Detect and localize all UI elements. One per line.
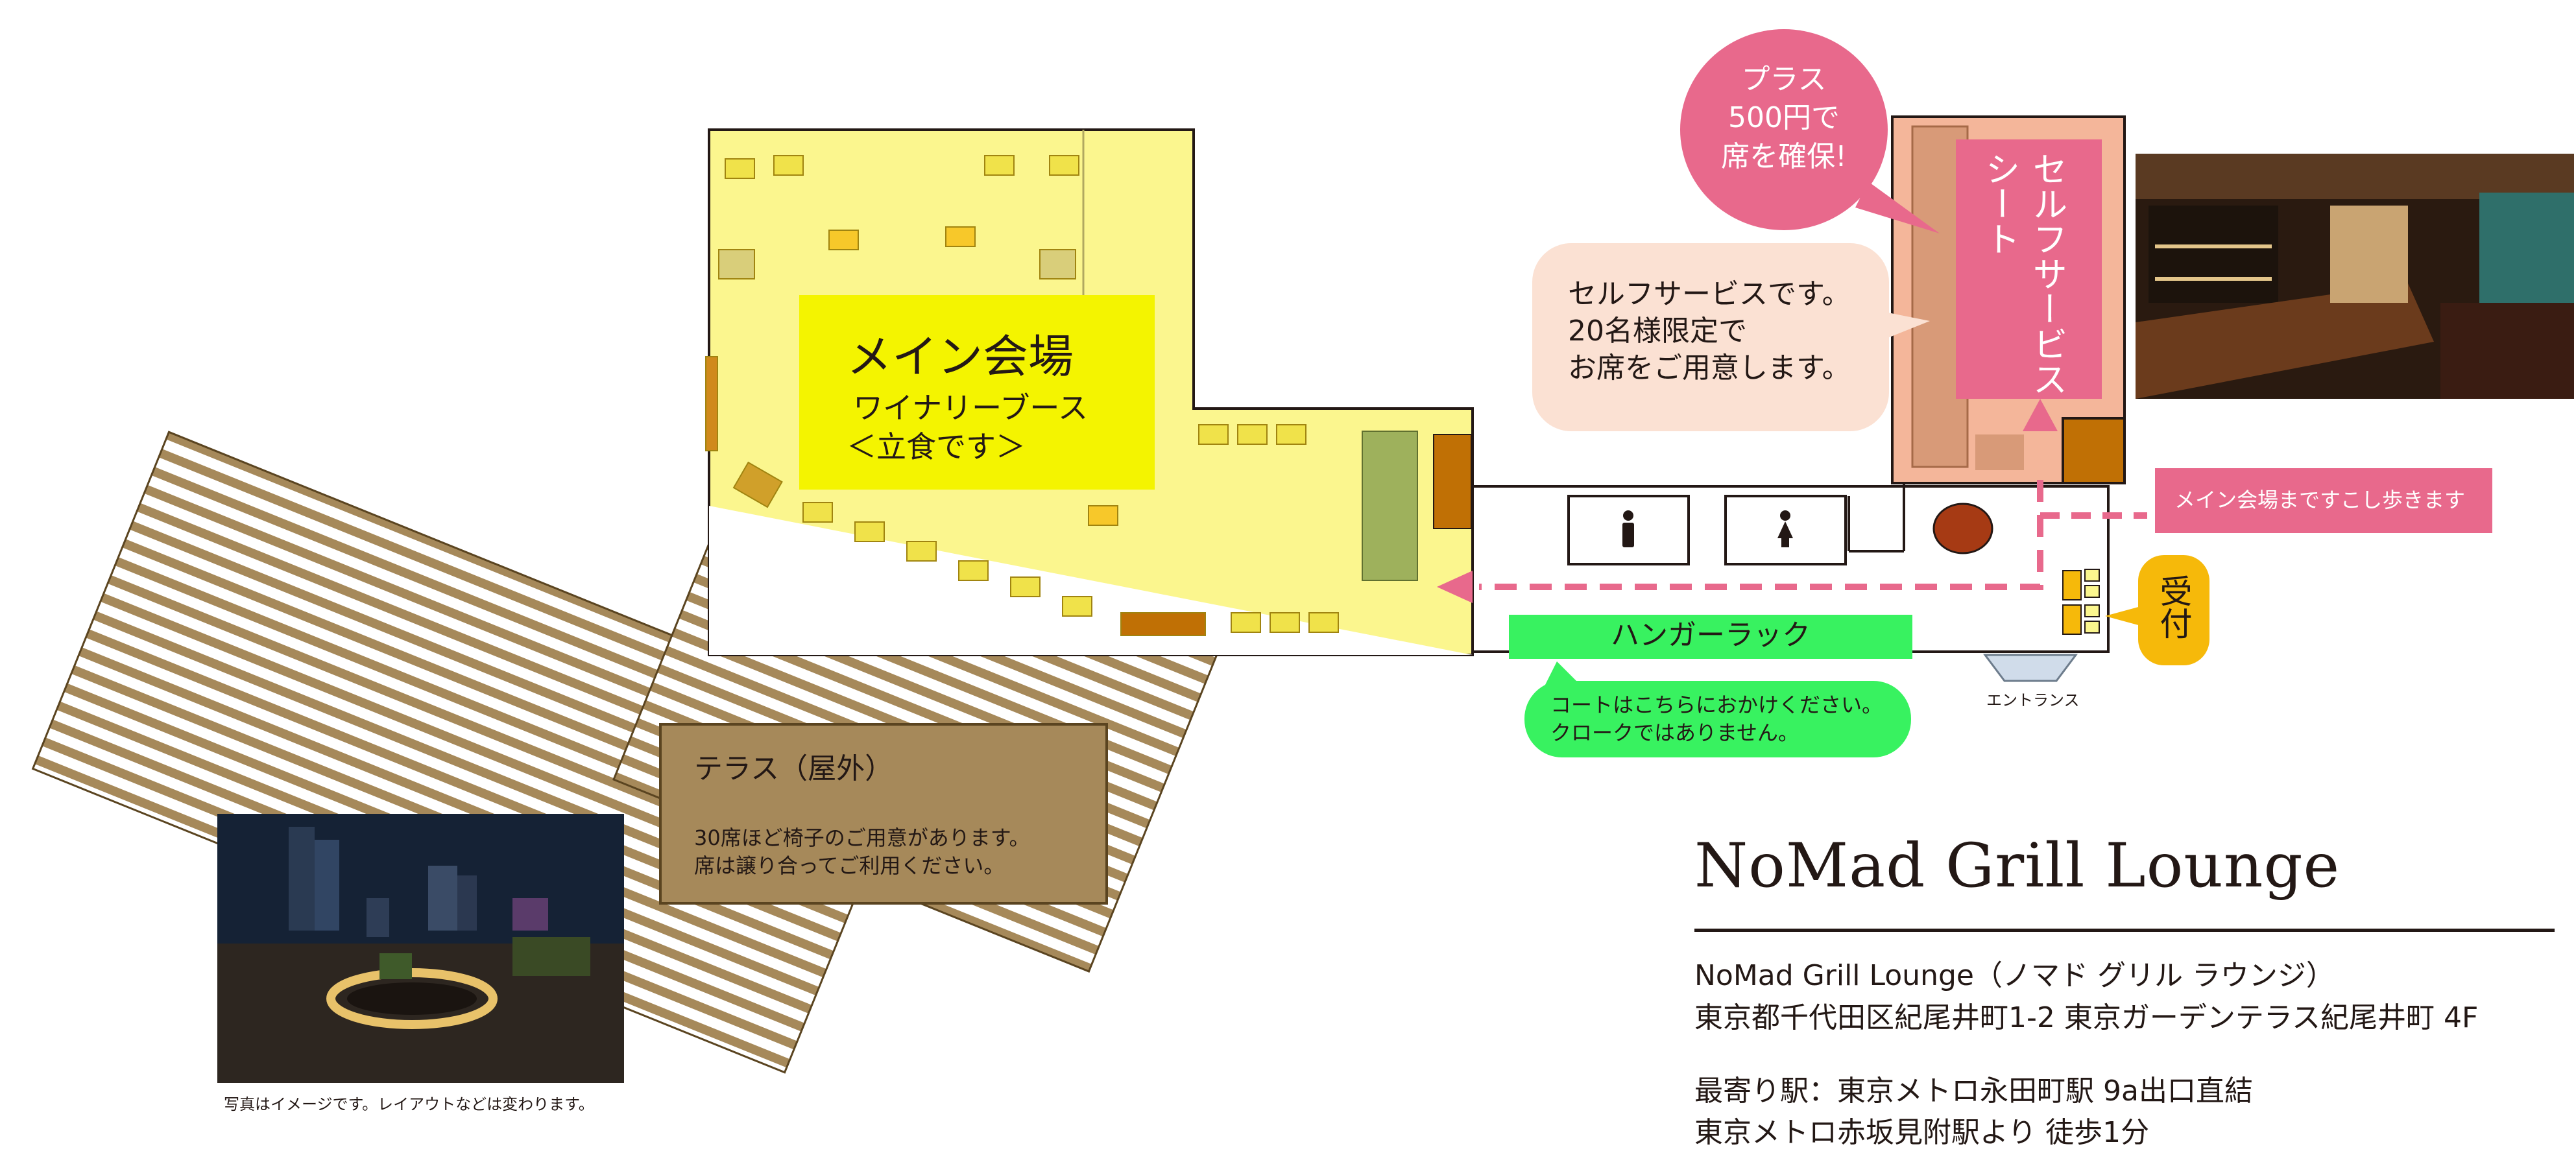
- reception-counter: [2062, 417, 2126, 484]
- reception-tag: 受付: [2138, 555, 2209, 665]
- woman-icon: [1777, 510, 1793, 547]
- reception-chair-3: [2084, 604, 2100, 617]
- walk-note-tag: メイン会場まですこし歩きます: [2155, 468, 2492, 533]
- hanger-rack-label: ハンガーラック: [1611, 619, 1811, 652]
- main-hall-title: メイン会場: [847, 330, 1074, 383]
- main-hall-subtitle-2: ＜立食です＞: [847, 429, 1026, 464]
- walk-note-text: メイン会場まですこし歩きます: [2174, 488, 2466, 512]
- self-service-bubble: セルフサービスです。 20名様限定で お席をご用意します。: [1532, 243, 1889, 431]
- route-arrow-up: [2023, 399, 2058, 431]
- plus-500-text: プラス 500円で 席を確保!: [1721, 63, 1847, 173]
- main-hall-label-bg: [799, 295, 1155, 490]
- reception-chair-1: [2084, 569, 2100, 582]
- lounge-photo: [2136, 154, 2574, 399]
- entrance-label: エントランス: [1986, 691, 2080, 709]
- self-bubble-tail: [1881, 311, 1930, 340]
- terrace-info-box: テラス（屋外） 30席ほど椅子のご用意があります。 席は譲り合ってご利用ください…: [659, 723, 1108, 905]
- venue-name: NoMad Grill Lounge: [1694, 831, 2341, 901]
- route-arrow-left: [1437, 571, 1473, 603]
- man-icon: [1622, 510, 1634, 547]
- self-service-seat-label: セルフサービス シート: [1956, 139, 2102, 399]
- reception-table-1: [2062, 570, 2082, 600]
- hanger-rack-bar: ハンガーラック: [1509, 615, 1912, 659]
- self-service-bubble-text: セルフサービスです。 20名様限定で お席をご用意します。: [1568, 278, 1851, 385]
- reception-table-2: [2062, 604, 2082, 635]
- coat-note-text: コートはこちらにおかけください。 クロークではありません。: [1550, 693, 1883, 746]
- entrance-door: [1983, 654, 2078, 682]
- venue-name-full: NoMad Grill Lounge（ノマド グリル ラウンジ）: [1694, 959, 2335, 992]
- self-service-box: [1975, 434, 2024, 470]
- self-service-seat-text: セルフサービス シート: [1979, 151, 2067, 396]
- terrace-title: テラス（屋外）: [694, 752, 894, 785]
- terrace-photo: [217, 814, 624, 1083]
- venue-divider: [1694, 929, 2555, 932]
- photo-note: 写真はイメージです。レイアウトなどは変わります。: [224, 1095, 594, 1113]
- plus-500-bubble: プラス 500円で 席を確保!: [1680, 29, 1888, 230]
- reception-text: 受付: [2154, 575, 2193, 639]
- main-hall-subtitle-1: ワイナリーブース: [853, 390, 1089, 425]
- main-hall-furniture: [705, 155, 1472, 636]
- terrace-description: 30席ほど椅子のご用意があります。 席は譲り合ってご利用ください。: [694, 825, 1030, 879]
- plus-bubble-tail: [1855, 182, 1940, 233]
- round-table: [1932, 503, 1993, 554]
- reception-chair-4: [2084, 621, 2100, 634]
- reception-tail: [2105, 606, 2141, 626]
- venue-station-2: 東京メトロ赤坂見附駅より 徒歩1分: [1694, 1116, 2150, 1149]
- venue-address: 東京都千代田区紀尾井町1-2 東京ガーデンテラス紀尾井町 4F: [1694, 1001, 2479, 1034]
- coat-note-bubble: コートはこちらにおかけください。 クロークではありません。: [1524, 681, 1911, 757]
- venue-station-1: 最寄り駅：東京メトロ永田町駅 9a出口直結: [1694, 1075, 2253, 1108]
- reception-chair-2: [2084, 585, 2100, 598]
